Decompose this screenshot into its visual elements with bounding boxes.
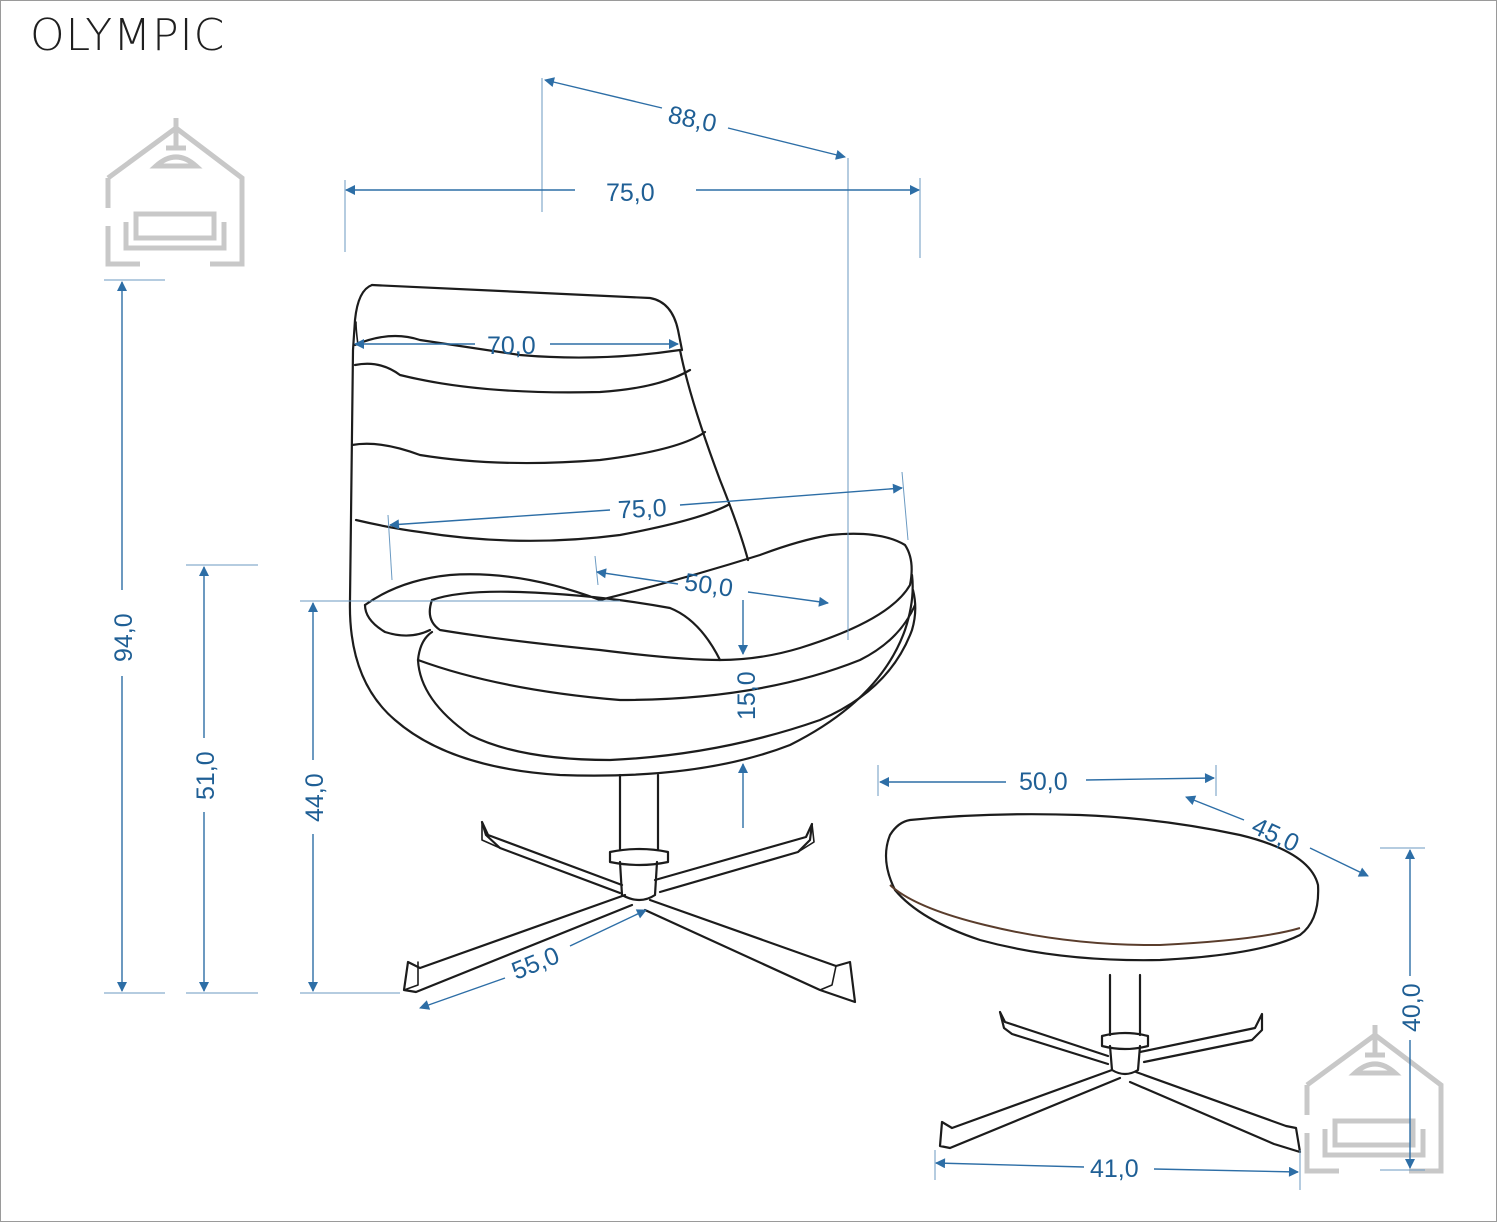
dim-label-45: 45,0	[1247, 812, 1303, 858]
dim-label-51: 51,0	[192, 751, 220, 800]
armchair-outline	[348, 283, 917, 1004]
extension-lines	[104, 78, 1425, 1190]
dimension-lines	[117, 77, 1415, 1177]
dim-label-41: 41,0	[1090, 1155, 1139, 1183]
dim-label-94: 94,0	[110, 613, 138, 662]
dim-label-40: 40,0	[1398, 983, 1426, 1032]
product-title: OLYMPIC	[30, 10, 226, 61]
dim-label-88: 88,0	[666, 101, 719, 139]
dim-label-75-seat: 75,0	[617, 494, 667, 525]
ottoman-outline	[884, 813, 1320, 1154]
dim-label-50-seat: 50,0	[683, 568, 735, 603]
home-sofa-logo-icon	[1304, 1025, 1444, 1174]
home-sofa-logo-icon	[105, 118, 245, 267]
dim-label-55: 55,0	[508, 941, 564, 985]
dim-label-70: 70,0	[487, 332, 536, 360]
dim-label-50-ottoman: 50,0	[1019, 768, 1068, 796]
dim-label-44: 44,0	[301, 773, 329, 822]
dim-label-75-top: 75,0	[606, 179, 655, 207]
dim-label-15: 15,0	[733, 671, 761, 720]
